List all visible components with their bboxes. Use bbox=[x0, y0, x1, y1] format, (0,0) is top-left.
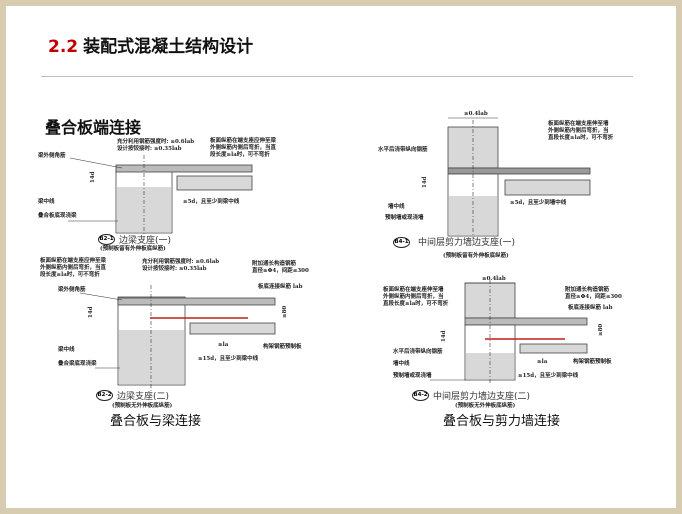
wall-connection-label: 叠合板与剪力墙连接 bbox=[443, 414, 561, 429]
top-rebar-note: 板面纵筋在端支座伸至墙外侧纵筋内侧后弯折，当直段长度≥la时，可不弯折 bbox=[548, 121, 614, 141]
detail-tag: B4-1 bbox=[393, 237, 410, 248]
detail-tag: B2-2 bbox=[96, 390, 113, 401]
label-14d: 14d bbox=[441, 330, 447, 343]
precast-slab-b2-1 bbox=[176, 175, 253, 191]
label-80: ≥80 bbox=[598, 323, 604, 336]
label-precast: 构架钢筋预制板 bbox=[263, 344, 302, 350]
label-14d: 14d bbox=[422, 176, 428, 189]
label-beam-centerline: 梁中线 bbox=[58, 347, 75, 353]
label-5d: ≥5d，且至少到墙中线 bbox=[510, 200, 567, 206]
label-04lab: ≥0.4lab bbox=[482, 276, 506, 282]
top-rebar-note: 板面纵筋在端支座应伸至梁外侧纵筋内侧后弯折，当直段长度≥la时，可不弯折 bbox=[40, 258, 107, 278]
top-rebar-note: 板面纵筋在端支座应伸至梁外侧纵筋内侧后弯折，当直段长度≥la时，可不弯折 bbox=[210, 138, 277, 158]
precast-slab-b4-1 bbox=[504, 179, 591, 196]
detail-caption: 边梁支座(一) bbox=[119, 236, 172, 246]
label-15d: ≥15d，且至少到梁中线 bbox=[198, 356, 259, 362]
label-la: ≥la bbox=[537, 359, 548, 365]
label-corner-rebar: 梁外侧角筋 bbox=[38, 153, 66, 159]
label-cast-beam: 叠合梁底现浇梁 bbox=[58, 361, 97, 367]
label-bottom-rebar: 板底连接纵筋 lab bbox=[568, 305, 613, 311]
additional-rebar-note: 附加通长构造钢筋直径≥Φ4，间距≤300 bbox=[252, 261, 309, 274]
precast-slab-b2-2 bbox=[189, 322, 276, 335]
detail-caption: 中间层剪力墙边支座(二) bbox=[433, 392, 531, 402]
detail-caption: 边梁支座(二) bbox=[117, 392, 170, 402]
detail-tag: B2-1 bbox=[98, 234, 115, 245]
label-14d: 14d bbox=[88, 306, 94, 319]
label-horizontal-rebar: 水平后浇带纵向钢筋 bbox=[378, 147, 428, 153]
label-5d: ≥5d，且至少到梁中线 bbox=[183, 199, 240, 205]
label-14d: 14d bbox=[90, 171, 96, 184]
label-bottom-rebar: 板底连接纵筋 lab bbox=[258, 284, 303, 290]
label-04lab: ≥0.4lab bbox=[464, 111, 488, 117]
label-wall-centerline: 墙中线 bbox=[388, 204, 405, 210]
label-wall-type: 预制墙或现浇墙 bbox=[393, 373, 432, 379]
label-la: ≥la bbox=[218, 342, 229, 348]
label-cast-beam: 叠合板底现浇梁 bbox=[38, 213, 77, 219]
wall-lower-b4-2 bbox=[466, 353, 514, 379]
slab-top-b4-1 bbox=[447, 167, 591, 175]
detail-note: (预制板留有外伸板底纵筋) bbox=[443, 253, 509, 259]
slab-top-b2-1 bbox=[115, 164, 253, 173]
beam-connection-label: 叠合板与梁连接 bbox=[110, 414, 202, 429]
label-corner-rebar: 梁外侧角筋 bbox=[58, 287, 86, 293]
label-wall-type: 预制墙或现浇墙 bbox=[385, 215, 424, 221]
detail-note: (预制板无外伸板底纵筋) bbox=[112, 403, 173, 409]
slab-top-b2-2 bbox=[117, 297, 276, 306]
section-title: 叠合板端连接 bbox=[45, 118, 142, 137]
detail-tag: B4-2 bbox=[412, 390, 429, 401]
precast-slab-b4-2 bbox=[519, 343, 588, 354]
title-text: 装配式混凝土结构设计 bbox=[83, 37, 254, 57]
detail-note: (预制板留有外伸板底纵筋) bbox=[100, 246, 166, 252]
beam-cast-b2-2 bbox=[119, 330, 184, 384]
section-number: 2.2 bbox=[48, 37, 79, 57]
detail-caption: 中间层剪力墙边支座(一) bbox=[418, 238, 516, 248]
label-beam-centerline: 梁中线 bbox=[38, 199, 55, 205]
label-80: ≥80 bbox=[282, 305, 288, 318]
detail-note: (预制板无外伸板底纵筋) bbox=[455, 403, 516, 409]
additional-rebar-note: 附加通长构造钢筋直径≥Φ4，间距≤300 bbox=[565, 287, 622, 300]
title-divider bbox=[41, 76, 633, 77]
label-precast: 构架钢筋预制板 bbox=[573, 359, 612, 365]
label-wall-centerline: 墙中线 bbox=[393, 361, 410, 367]
slab-top-b4-2 bbox=[464, 317, 588, 326]
label-15d: ≥15d，且至少到梁中线 bbox=[518, 373, 579, 379]
label-horizontal-rebar: 水平后浇带纵向钢筋 bbox=[393, 349, 443, 355]
top-rebar-note: 板面纵筋在端支座伸至墙外侧纵筋内侧后弯折，当直段长度≥la时，可不弯折 bbox=[383, 287, 449, 307]
